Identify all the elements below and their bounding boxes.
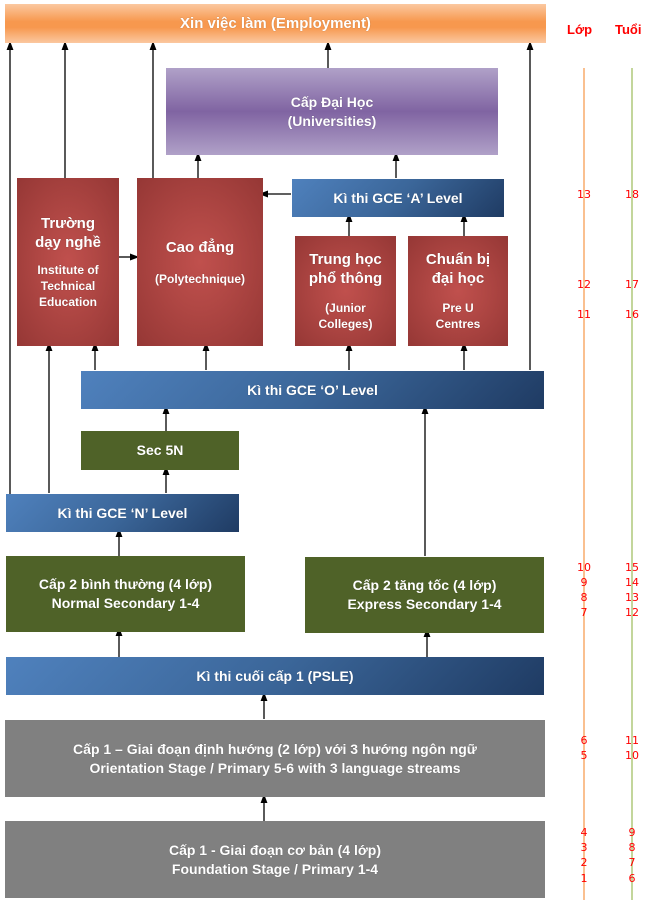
grade-number: 3: [580, 841, 588, 854]
age-number: 17: [625, 278, 639, 291]
age-number: 13: [625, 591, 639, 604]
ite-label-en-2: Technical: [40, 279, 96, 293]
age-number: 7: [628, 856, 636, 869]
ite-box: Trường dạy nghề Institute of Technical E…: [17, 178, 119, 346]
age-number: 12: [625, 606, 639, 619]
jc-label-vi-1: Trung học: [309, 251, 382, 268]
ite-label-en-3: Education: [38, 295, 97, 309]
n-level-label: Kì thi GCE ‘N’ Level: [57, 505, 188, 521]
employment-label: Xin việc làm (Employment): [180, 15, 371, 32]
age-number: 18: [625, 188, 639, 201]
grade-scale-line: [583, 68, 585, 900]
a-level-exam-box: Kì thi GCE ‘A’ Level: [292, 179, 504, 217]
polytechnic-box: Cao đẳng (Polytechnique): [137, 178, 263, 346]
express-secondary-label-en: Express Secondary 1-4: [347, 596, 502, 612]
preu-label-en-1: Pre U: [442, 301, 474, 315]
orientation-stage-box: Cấp 1 – Giai đoạn định hướng (2 lớp) với…: [5, 720, 545, 797]
normal-secondary-box: Cấp 2 bình thường (4 lớp) Normal Seconda…: [6, 556, 245, 632]
polytechnic-label-en: (Polytechnique): [154, 271, 245, 286]
grade-number: 1: [580, 872, 588, 885]
jc-label-vi-2: phổ thông: [308, 270, 383, 287]
grade-number: 11: [577, 308, 591, 321]
o-level-label: Kì thi GCE ‘O’ Level: [247, 382, 378, 398]
polytechnic-label-vi: Cao đẳng: [165, 238, 235, 256]
age-number: 6: [628, 872, 636, 885]
junior-college-box: Trung học phổ thông (Junior Colleges): [295, 236, 396, 346]
grade-column-header: Lớp: [567, 22, 593, 37]
universities-label-vi: Cấp Đại Học: [290, 93, 374, 110]
foundation-label-vi: Cấp 1 - Giai đoạn cơ bản (4 lớp): [168, 841, 382, 858]
express-secondary-label-vi: Cấp 2 tăng tốc (4 lớp): [352, 577, 497, 593]
universities-label-en: (Universities): [287, 112, 377, 129]
grade-number: 12: [577, 278, 591, 291]
jc-label-en-1: (Junior: [325, 301, 366, 315]
grade-number: 13: [577, 188, 591, 201]
a-level-label: Kì thi GCE ‘A’ Level: [333, 190, 463, 206]
age-number: 9: [628, 826, 636, 839]
psle-label: Kì thi cuối cấp 1 (PSLE): [196, 668, 354, 684]
grade-number: 5: [580, 749, 588, 762]
universities-box: Cấp Đại Học (Universities): [166, 68, 498, 155]
pre-u-box: Chuẩn bị đại học Pre U Centres: [408, 236, 508, 346]
foundation-label-en: Foundation Stage / Primary 1-4: [171, 860, 379, 877]
sec5n-box: Sec 5N: [81, 431, 239, 470]
foundation-stage-box: Cấp 1 - Giai đoạn cơ bản (4 lớp) Foundat…: [5, 821, 545, 898]
age-scale-line: [631, 68, 633, 900]
grade-number: 10: [577, 561, 591, 574]
ite-label-en-1: Institute of: [37, 263, 99, 277]
age-number: 16: [625, 308, 639, 321]
grade-number: 6: [580, 734, 588, 747]
age-number: 11: [625, 734, 639, 747]
ite-label-vi-2: dạy nghề: [35, 234, 101, 251]
employment-box: Xin việc làm (Employment): [5, 4, 546, 43]
grade-number: 7: [580, 606, 588, 619]
grade-number: 2: [580, 856, 588, 869]
age-number: 8: [628, 841, 636, 854]
sec5n-label: Sec 5N: [136, 442, 184, 458]
orientation-label-en: Orientation Stage / Primary 5-6 with 3 l…: [89, 759, 461, 776]
grade-number: 8: [580, 591, 588, 604]
age-number: 10: [625, 749, 639, 762]
preu-label-vi-1: Chuẩn bị: [425, 251, 491, 268]
jc-label-en-2: Colleges): [318, 317, 373, 331]
age-number: 14: [625, 576, 639, 589]
o-level-exam-box: Kì thi GCE ‘O’ Level: [81, 371, 544, 409]
orientation-label-vi: Cấp 1 – Giai đoạn định hướng (2 lớp) với…: [73, 740, 477, 757]
normal-secondary-label-vi: Cấp 2 bình thường (4 lớp): [38, 576, 213, 592]
preu-label-vi-2: đại học: [431, 270, 485, 287]
ite-label-vi-1: Trường: [40, 215, 96, 232]
grade-number: 4: [580, 826, 588, 839]
express-secondary-box: Cấp 2 tăng tốc (4 lớp) Express Secondary…: [305, 557, 544, 633]
grade-number: 9: [580, 576, 588, 589]
n-level-exam-box: Kì thi GCE ‘N’ Level: [6, 494, 239, 532]
psle-exam-box: Kì thi cuối cấp 1 (PSLE): [6, 657, 544, 695]
age-column-header: Tuổi: [615, 22, 642, 37]
age-number: 15: [625, 561, 639, 574]
normal-secondary-label-en: Normal Secondary 1-4: [51, 595, 200, 611]
preu-label-en-2: Centres: [435, 317, 481, 331]
